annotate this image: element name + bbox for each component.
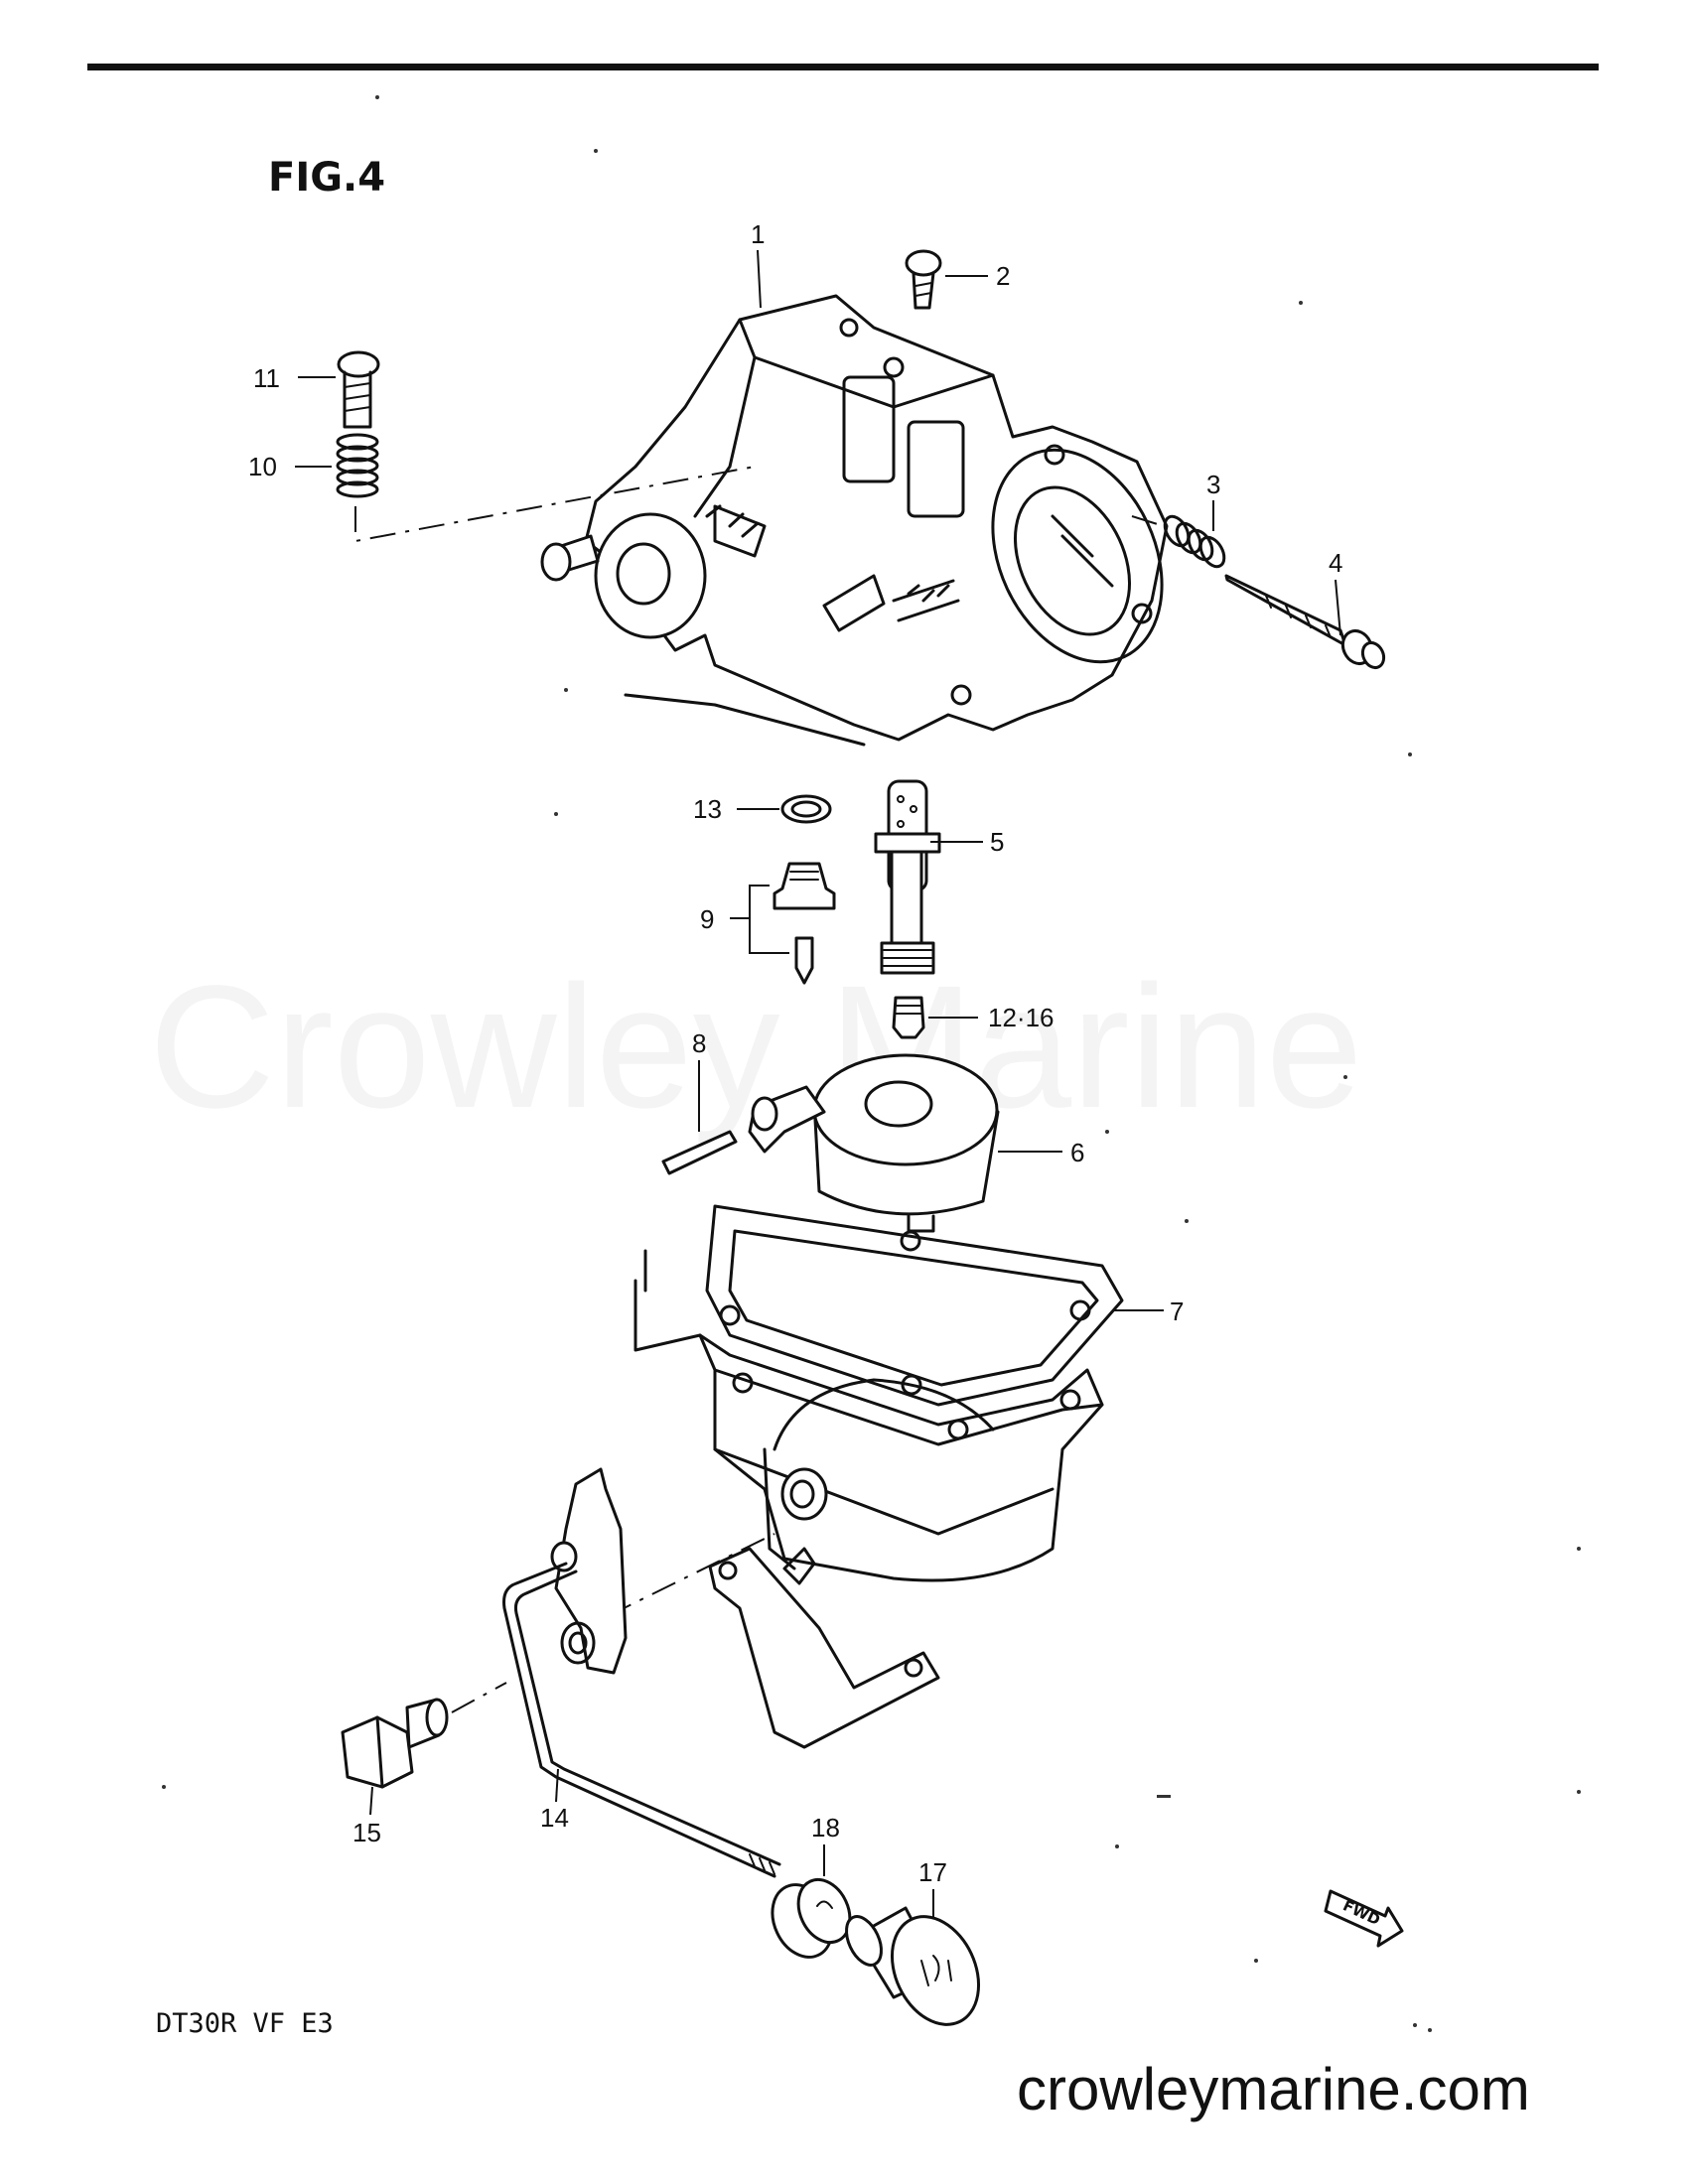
choke-rod-part-14 — [502, 1562, 781, 1878]
idle-screw-part-4 — [1224, 574, 1386, 670]
top-rule — [87, 64, 1599, 70]
callout-17: 17 — [918, 1857, 947, 1887]
callout-10: 10 — [248, 452, 277, 481]
jet-part-9 — [773, 862, 836, 985]
callout-14: 14 — [540, 1803, 569, 1833]
grommet-part-18 — [771, 1877, 852, 1959]
float-bowl — [633, 1249, 1104, 1585]
model-code: DT30R VF E3 — [156, 2008, 334, 2039]
figure-title: FIG.4 — [268, 155, 385, 201]
callout-6: 6 — [1070, 1138, 1084, 1167]
fwd-direction-marker: FWD — [1324, 1889, 1404, 1948]
washer-part-13 — [780, 794, 832, 824]
callout-1: 1 — [751, 219, 765, 249]
screw-part-2 — [905, 249, 942, 310]
pilot-jet-part-12-16 — [892, 996, 925, 1039]
callout-9: 9 — [700, 904, 714, 934]
spring-part-3 — [1163, 514, 1226, 569]
callout-3: 3 — [1206, 470, 1220, 499]
carburetor-body — [540, 294, 1169, 747]
bolt-part-15 — [341, 1698, 449, 1789]
callout-8: 8 — [692, 1028, 706, 1058]
choke-knob-part-17 — [845, 1906, 981, 2026]
float-part-6 — [748, 1053, 1000, 1233]
callout-15: 15 — [352, 1818, 381, 1847]
website-link[interactable]: crowleymarine.com — [1017, 2056, 1530, 2122]
assembly-line-bowl — [607, 1533, 775, 1617]
callout-2: 2 — [996, 261, 1010, 291]
callout-13: 13 — [693, 794, 722, 824]
callout-5: 5 — [990, 827, 1004, 857]
gasket-part-7 — [705, 1204, 1124, 1407]
callout-7: 7 — [1170, 1297, 1184, 1326]
choke-bracket — [708, 1547, 940, 1749]
pin-part-8 — [661, 1130, 738, 1175]
scan-specks — [162, 95, 1581, 2032]
choke-lever — [550, 1467, 628, 1675]
assembly-line-15 — [451, 1682, 507, 1713]
callout-18: 18 — [811, 1813, 840, 1843]
callout-11: 11 — [253, 363, 280, 393]
callout-12-16: 12·16 — [988, 1003, 1055, 1032]
spring-part-10 — [336, 433, 379, 498]
callout-4: 4 — [1329, 548, 1342, 578]
screw-part-11 — [337, 350, 380, 429]
nozzle-part-5 — [874, 779, 941, 975]
assembly-line-10 — [354, 466, 756, 543]
